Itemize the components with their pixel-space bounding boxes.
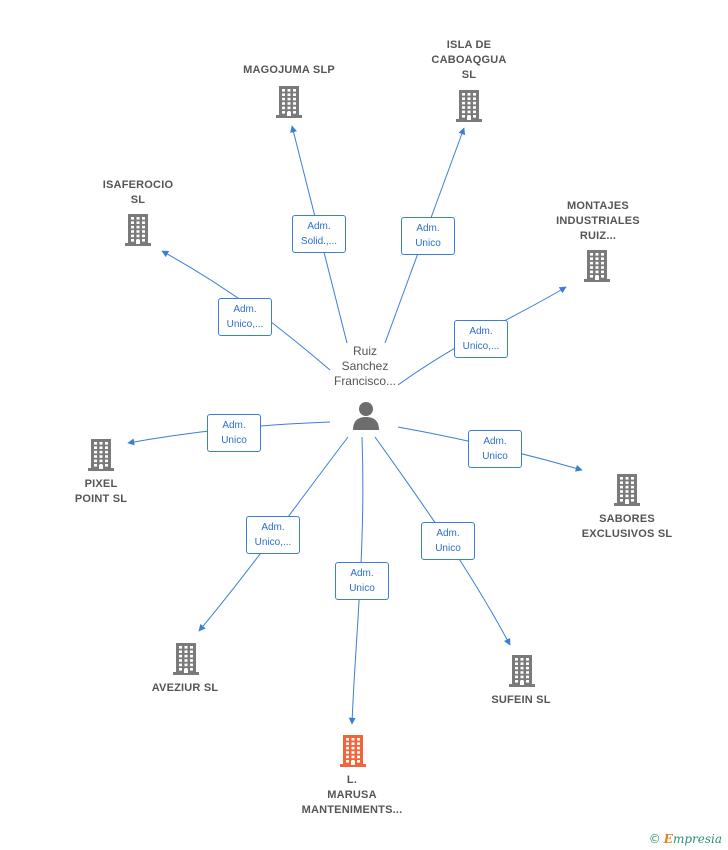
company-building-icon[interactable] <box>124 212 152 251</box>
company-name[interactable]: L. MARUSA MANTENIMENTS... <box>301 774 403 816</box>
company-name[interactable]: ISAFEROCIO SL <box>102 179 174 206</box>
company-building-icon[interactable] <box>508 653 536 692</box>
empresia-watermark: ©Empresia <box>649 832 722 846</box>
person-icon[interactable] <box>352 400 380 435</box>
company-name[interactable]: MAGOJUMA SLP <box>243 64 335 76</box>
company-building-icon[interactable] <box>275 84 303 123</box>
role-label[interactable]: Adm. Unico <box>421 522 475 560</box>
role-label[interactable]: Adm. Unico <box>468 430 522 468</box>
brand-name: mpresia <box>672 832 722 846</box>
brand-initial: E <box>663 832 673 846</box>
company-building-icon[interactable] <box>87 437 115 476</box>
company-building-icon[interactable] <box>613 472 641 511</box>
company-building-icon[interactable] <box>455 88 483 127</box>
company-building-icon[interactable] <box>339 733 367 772</box>
company-name[interactable]: PIXEL POINT SL <box>74 478 128 505</box>
company-name[interactable]: AVEZIUR SL <box>151 682 219 694</box>
company-building-icon[interactable] <box>172 641 200 680</box>
role-label[interactable]: Adm. Unico,... <box>246 516 300 554</box>
company-name[interactable]: MONTAJES INDUSTRIALES RUIZ... <box>556 200 640 242</box>
role-label[interactable]: Adm. Unico,... <box>454 320 508 358</box>
copyright-symbol: © <box>648 832 661 846</box>
company-building-icon[interactable] <box>583 248 611 287</box>
role-label[interactable]: Adm. Unico <box>207 414 261 452</box>
company-name[interactable]: ISLA DE CABOAQGUA SL <box>431 39 507 81</box>
person-name[interactable]: Ruiz Sanchez Francisco... <box>333 344 396 388</box>
role-label[interactable]: Adm. Solid.,... <box>292 215 346 253</box>
company-name[interactable]: SABORES EXCLUSIVOS SL <box>581 513 673 540</box>
role-label[interactable]: Adm. Unico <box>335 562 389 600</box>
role-label[interactable]: Adm. Unico <box>401 217 455 255</box>
company-name[interactable]: SUFEIN SL <box>491 694 551 706</box>
role-label[interactable]: Adm. Unico,... <box>218 298 272 336</box>
